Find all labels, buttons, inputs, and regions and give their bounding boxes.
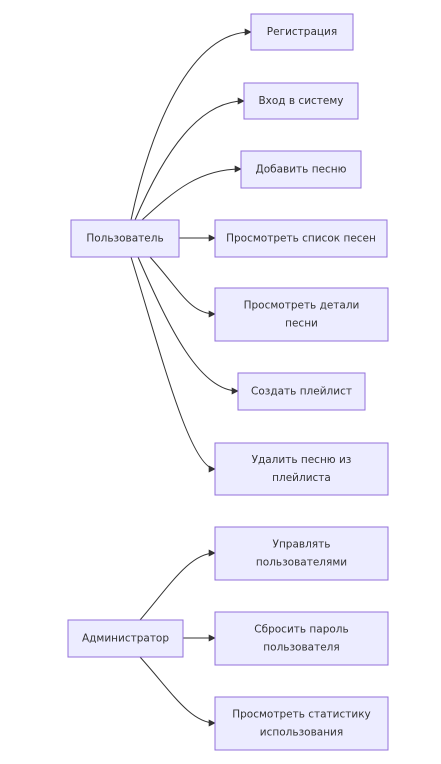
node-box — [240, 150, 362, 189]
node-box — [214, 611, 389, 666]
node-label: Вход в систему — [258, 95, 343, 107]
node-box — [70, 219, 180, 258]
action-node-view-songs: Просмотреть список песен — [214, 219, 388, 258]
action-node-view-details: Просмотреть детали песни — [214, 287, 389, 342]
node-label: пользователями — [256, 557, 347, 569]
edge-user-to-register — [130, 28, 252, 221]
edge-user-to-view-details — [149, 256, 216, 318]
actor-node-admin: Администратор — [67, 619, 184, 658]
edge-admin-to-view-stats — [139, 656, 216, 727]
node-label: Пользователь — [86, 233, 163, 245]
edge-user-to-add-song — [141, 165, 242, 221]
edge-user-to-login — [134, 97, 245, 221]
node-label: Просмотреть детали — [244, 300, 360, 312]
action-node-register: Регистрация — [250, 13, 354, 51]
node-box — [214, 287, 389, 342]
actor-node-user: Пользователь — [70, 219, 180, 258]
node-label: песни — [285, 318, 318, 330]
action-node-create-playlist: Создать плейлист — [237, 372, 366, 411]
node-label: Регистрация — [267, 26, 337, 38]
node-label: Администратор — [82, 633, 169, 645]
node-label: Сбросить пароль — [254, 624, 348, 636]
action-node-login: Вход в систему — [243, 82, 359, 120]
node-label: Просмотреть список песен — [226, 233, 376, 245]
node-box — [214, 526, 389, 581]
node-box — [250, 13, 354, 51]
action-node-add-song: Добавить песню — [240, 150, 362, 189]
node-box — [243, 82, 359, 120]
node-label: пользователя — [263, 642, 339, 654]
edge-admin-to-manage-users — [139, 549, 216, 621]
edges — [130, 28, 252, 727]
node-label: Управлять — [273, 539, 331, 551]
node-box — [214, 219, 388, 258]
node-label: Просмотреть статистику — [232, 709, 371, 721]
action-node-view-stats: Просмотреть статистику использования — [214, 696, 389, 751]
node-label: Создать плейлист — [251, 386, 352, 398]
action-node-reset-password: Сбросить пароль пользователя — [214, 611, 389, 666]
action-node-remove-song: Удалить песню из плейлиста — [214, 442, 389, 496]
node-box — [214, 696, 389, 751]
node-box — [67, 619, 184, 658]
node-label: Удалить песню из — [252, 454, 352, 466]
node-box — [237, 372, 366, 411]
node-label: Добавить песню — [256, 164, 347, 176]
edge-user-to-remove-song — [130, 256, 216, 473]
node-label: плейлиста — [272, 472, 331, 484]
node-box — [214, 442, 389, 496]
action-node-manage-users: Управлять пользователями — [214, 526, 389, 581]
node-label: использования — [260, 727, 343, 739]
edge-user-to-create-playlist — [137, 256, 239, 395]
